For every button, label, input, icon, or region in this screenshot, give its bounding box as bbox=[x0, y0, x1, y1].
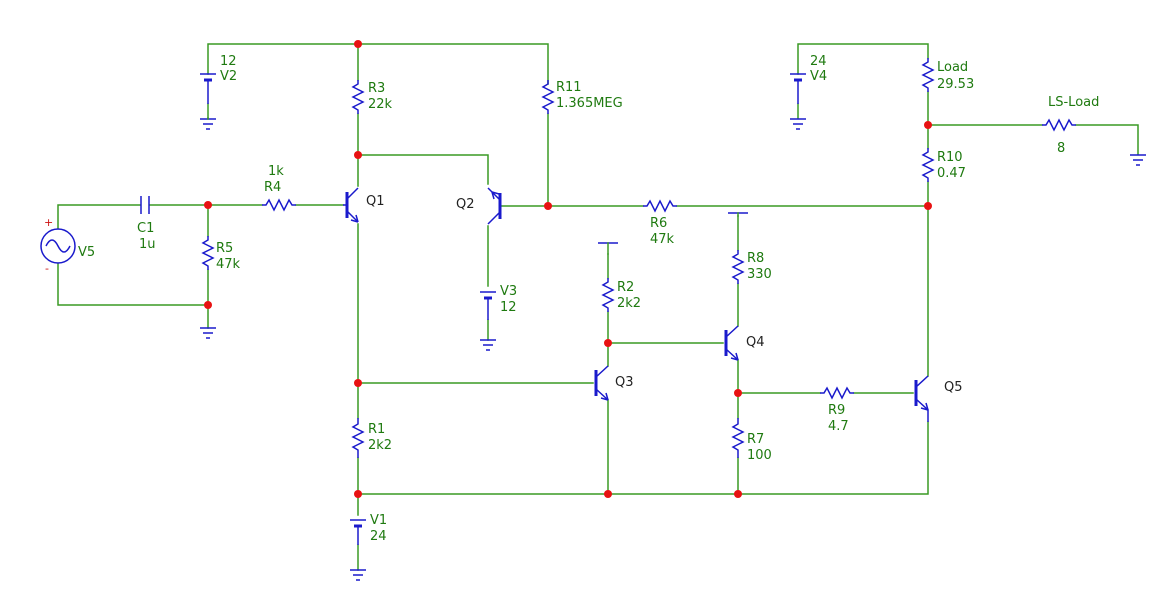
battery-V2: 12 V2 bbox=[200, 54, 237, 104]
transistor-Q3: Q3 bbox=[594, 365, 634, 401]
v1-value: 24 bbox=[370, 529, 387, 544]
ls-load-label: LS-Load bbox=[1048, 95, 1099, 110]
emitter-arrow-icon bbox=[730, 352, 739, 361]
emitter-arrow-icon bbox=[491, 191, 500, 200]
junction-dot bbox=[604, 490, 612, 498]
v3-label: V3 bbox=[500, 284, 517, 299]
r11-value: 1.365MEG bbox=[556, 96, 623, 111]
emitter-arrow-icon bbox=[350, 214, 359, 223]
wires bbox=[57, 43, 1139, 571]
r7-value: 100 bbox=[747, 448, 772, 463]
v1-label: V1 bbox=[370, 513, 387, 528]
v3-value: 12 bbox=[500, 300, 517, 315]
resistor-R11: R11 1.365MEG bbox=[541, 80, 623, 114]
ground-icon bbox=[480, 339, 496, 351]
junction-dot bbox=[354, 40, 362, 48]
transistor-Q4: Q4 bbox=[724, 325, 765, 361]
junction-dot bbox=[354, 490, 362, 498]
v4-value: 24 bbox=[810, 54, 827, 69]
junction-dot bbox=[924, 202, 932, 210]
transistor-Q2: Q2 bbox=[456, 187, 502, 225]
junction-dot bbox=[604, 339, 612, 347]
c1-label: C1 bbox=[137, 221, 154, 236]
source-V5: + - V5 bbox=[40, 216, 95, 275]
junction-dot bbox=[544, 202, 552, 210]
resistor-R10: R10 0.47 bbox=[921, 148, 966, 182]
r5-value: 47k bbox=[216, 257, 241, 272]
q3-label: Q3 bbox=[615, 375, 634, 390]
r9-label: R9 bbox=[828, 403, 845, 418]
r3-value: 22k bbox=[368, 97, 393, 112]
r1-value: 2k2 bbox=[368, 438, 392, 453]
v5-plus: + bbox=[44, 216, 53, 229]
q5-label: Q5 bbox=[944, 380, 963, 395]
resistor-R4: 1k R4 bbox=[262, 164, 296, 212]
r10-value: 0.47 bbox=[937, 166, 966, 181]
r9-value: 4.7 bbox=[828, 419, 849, 434]
resistor-R7: R7 100 bbox=[731, 418, 772, 463]
ground-icon bbox=[1130, 154, 1146, 166]
resistor-Load: Load 29.53 bbox=[921, 58, 974, 92]
ground-icon bbox=[350, 569, 366, 581]
ground-icon bbox=[790, 118, 806, 130]
q1-label: Q1 bbox=[366, 194, 385, 209]
resistor-R1: R1 2k2 bbox=[351, 418, 392, 458]
r2-value: 2k2 bbox=[617, 296, 641, 311]
r7-label: R7 bbox=[747, 432, 764, 447]
junction-dot bbox=[204, 301, 212, 309]
junction-dot bbox=[354, 379, 362, 387]
junction-nodes bbox=[204, 40, 932, 498]
v2-label: V2 bbox=[220, 69, 237, 84]
r8-value: 330 bbox=[747, 267, 772, 282]
r3-label: R3 bbox=[368, 81, 385, 96]
emitter-arrow-icon bbox=[920, 402, 929, 411]
r4-label: R4 bbox=[264, 180, 281, 195]
junction-dot bbox=[734, 389, 742, 397]
resistor-R3: R3 22k bbox=[351, 80, 393, 114]
load-value: 29.53 bbox=[937, 77, 974, 92]
q4-label: Q4 bbox=[746, 335, 765, 350]
battery-V3: V3 12 bbox=[480, 284, 517, 320]
v4-label: V4 bbox=[810, 69, 827, 84]
ground-icon bbox=[200, 327, 216, 339]
ground-icon bbox=[200, 117, 216, 130]
sine-wave-icon bbox=[45, 239, 71, 253]
junction-dot bbox=[924, 121, 932, 129]
battery-V1: V1 24 bbox=[350, 513, 387, 545]
ground-symbols bbox=[200, 117, 1146, 581]
capacitor-C1: C1 1u bbox=[137, 196, 156, 252]
transistor-Q1: Q1 bbox=[343, 187, 385, 223]
transistor-Q5: Q5 bbox=[914, 375, 963, 422]
resistor-R8: R8 330 bbox=[731, 250, 772, 284]
v2-value: 12 bbox=[220, 54, 237, 69]
load-label: Load bbox=[937, 60, 968, 75]
emitter-arrow-icon bbox=[600, 392, 609, 401]
junction-dot bbox=[354, 151, 362, 159]
v5-minus: - bbox=[45, 262, 49, 275]
r2-label: R2 bbox=[617, 280, 634, 295]
battery-V4: 24 V4 bbox=[790, 54, 827, 104]
resistor-R5: R5 47k bbox=[201, 236, 241, 272]
c1-value: 1u bbox=[139, 237, 156, 252]
q2-label: Q2 bbox=[456, 197, 475, 212]
r4-value: 1k bbox=[268, 164, 284, 179]
ls-load-value: 8 bbox=[1057, 141, 1065, 156]
resistor-R6: R6 47k bbox=[643, 199, 677, 247]
junction-dot bbox=[204, 201, 212, 209]
resistor-LS-Load: LS-Load 8 bbox=[1042, 95, 1099, 156]
r5-label: R5 bbox=[216, 241, 233, 256]
junction-dot bbox=[734, 490, 742, 498]
r8-label: R8 bbox=[747, 251, 764, 266]
r6-label: R6 bbox=[650, 216, 667, 231]
resistor-R9: R9 4.7 bbox=[820, 386, 854, 434]
resistor-R2: R2 2k2 bbox=[601, 278, 641, 312]
r11-label: R11 bbox=[556, 80, 582, 95]
r10-label: R10 bbox=[937, 150, 963, 165]
v5-label: V5 bbox=[78, 245, 95, 260]
r6-value: 47k bbox=[650, 232, 675, 247]
r1-label: R1 bbox=[368, 422, 385, 437]
